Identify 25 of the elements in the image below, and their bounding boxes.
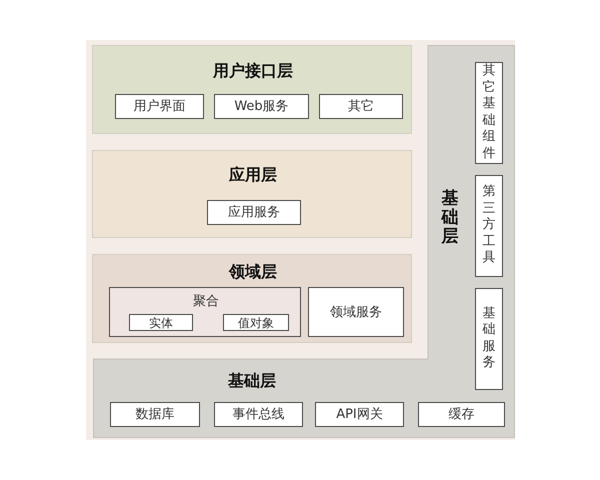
component-box: 值对象 xyxy=(223,314,289,331)
layer-title: 领域层 xyxy=(229,263,277,281)
layer-panel xyxy=(92,254,412,343)
layer-panel xyxy=(92,150,412,238)
layer-title: 用户接口层 xyxy=(213,62,293,80)
component-box: 第三方工具 xyxy=(475,175,503,277)
aggregate-title: 聚合 xyxy=(193,294,219,310)
aggregate-box xyxy=(109,287,301,337)
component-box: 用户界面 xyxy=(115,94,204,119)
component-box: API网关 xyxy=(315,402,404,427)
component-box: 缓存 xyxy=(418,402,505,427)
layer-panel xyxy=(93,45,515,438)
layer-title: 基础层 xyxy=(441,190,459,246)
component-box: 其它 xyxy=(319,94,403,119)
layer-title: 基础层 xyxy=(228,372,276,390)
component-box: 实体 xyxy=(129,314,193,331)
component-box: 领域服务 xyxy=(308,287,404,337)
component-box: 基础服务 xyxy=(475,288,503,390)
layer-panel xyxy=(92,45,412,134)
component-box: Web服务 xyxy=(214,94,309,119)
component-box: 其它基础组件 xyxy=(475,62,503,164)
layer-title: 应用层 xyxy=(229,166,277,184)
component-box: 事件总线 xyxy=(214,402,303,427)
component-box: 应用服务 xyxy=(207,200,301,225)
component-box: 数据库 xyxy=(110,402,200,427)
